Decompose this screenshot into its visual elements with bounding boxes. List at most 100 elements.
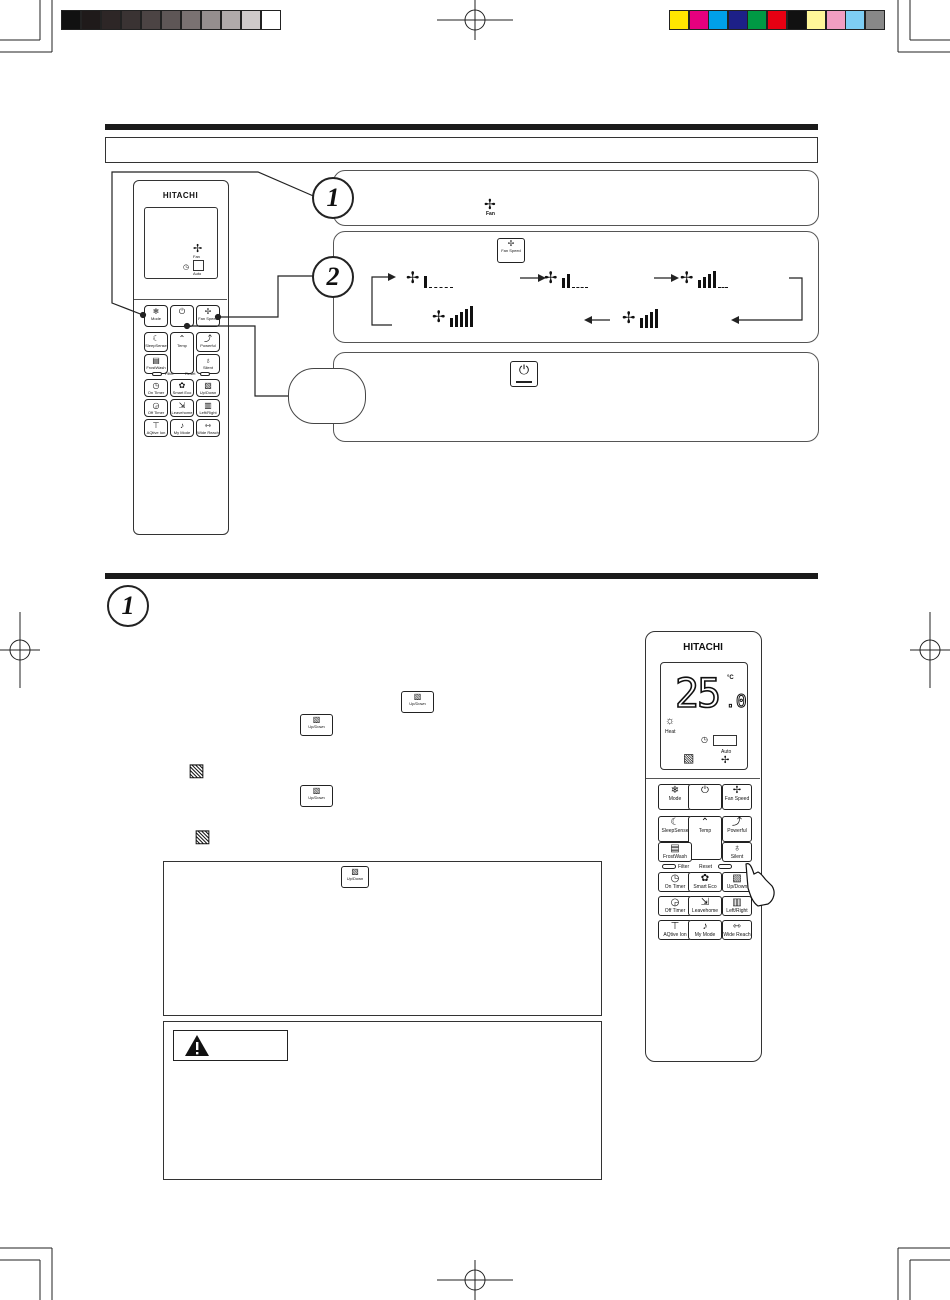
remote-divider [646,778,760,779]
color-swatch [767,10,787,30]
remote-display: ✢ Fan ◷ Auto [144,207,218,279]
remote-key-powerful[interactable]: ⤴Powerful [722,816,752,842]
up-down-key: ▧Up/Down [401,691,434,713]
remote-key-on-timer[interactable]: ◷On Timer [658,872,692,892]
gray-swatch [121,10,141,30]
gray-swatch [201,10,221,30]
up-down-key-label: Up/Down [409,701,426,706]
gray-swatch [221,10,241,30]
remote-key-left-right[interactable]: ▥Left/Right [196,399,220,417]
key-icon: ⤴ [204,334,212,343]
caution-box [163,1021,602,1180]
fan-icon: ✢ [484,197,496,213]
gray-swatch [161,10,181,30]
remote-divider [134,299,227,300]
key-label: Leavehome [171,410,193,415]
remote-key-aqtive-ion[interactable]: ⊤AQtive Ion [144,419,168,437]
fan-icon-label: Fan [486,211,495,217]
key-label: Off Timer [664,908,686,914]
key-icon: ⏻ [701,785,709,796]
remote-key-power[interactable]: ⏻ [688,784,722,810]
temperature-decimal: .0 [725,691,748,713]
key-label: Smart Eco [693,884,717,890]
key-icon: ♪ [180,421,184,430]
key-icon: ⤴ [732,817,742,828]
up-down-key: ▧Up/Down [300,714,333,736]
key-label: Leavehome [691,908,719,914]
key-label: Silent [202,365,213,370]
remote-key-left-right[interactable]: ▥Left/Right [722,896,752,916]
up-down-key-label: Up/Down [308,795,325,800]
remote-key-wide-reach[interactable]: ⇿Wide Reach [722,920,752,940]
remote-key-smart-eco[interactable]: ✿Smart Eco [688,872,722,892]
color-swatch [727,10,748,30]
remote-key-my-mode[interactable]: ♪My Mode [170,419,194,437]
key-icon: ⊤ [670,921,680,932]
remote-key-reset[interactable]: Reset [185,372,210,376]
key-label: Up/Down [726,884,748,890]
remote-key-sleepsense[interactable]: ☾SleepSense [144,332,168,352]
key-label: On Timer [147,390,165,395]
key-icon: ⌃ [700,817,710,828]
remote-key-leavehome[interactable]: ⇲Leavehome [688,896,722,916]
remote-key-filter[interactable]: Filter [152,372,174,376]
swing-icon: ▧ [188,760,206,780]
display-auto-label: Auto [193,271,202,276]
key-icon: ✿ [700,873,710,884]
remote-key-silent[interactable]: ♁Silent [722,842,752,862]
up-down-icon: ▧ [312,715,321,724]
key-icon: ▧ [204,381,212,390]
key-icon: ♁ [733,843,741,854]
remote-key-fan-speed[interactable]: ✢Fan Speed [722,784,752,810]
remote-brand: HITACHI [162,191,199,200]
remote-key-mode[interactable]: ❄Mode [658,784,692,810]
color-swatch [688,10,709,30]
fan-speed-key-label: Fan Speed [501,248,521,253]
warning-icon [185,1035,209,1056]
remote-key-reset[interactable]: Reset [699,864,732,870]
remote-key-up-down[interactable]: ▧Up/Down [196,379,220,397]
gray-swatch [101,10,121,30]
remote-key-key[interactable]: ⏻ [170,305,194,327]
remote-key-filter[interactable]: Filter [662,864,689,870]
key-icon: ⇿ [204,421,212,430]
remote-key-on-timer[interactable]: ◷On Timer [144,379,168,397]
section-title-box [105,137,818,163]
remote-key-temp[interactable]: ⌃Temp [688,816,722,860]
remote-key-smart-eco[interactable]: ✿Smart Eco [170,379,194,397]
clock-icon: ◷ [701,735,708,744]
section2-number: 1 [107,585,149,627]
fan-icon: ✢ [432,307,446,326]
up-down-icon: ▧ [312,786,321,795]
key-icon: ⊤ [152,421,160,430]
up-down-key-label: Up/Down [308,724,325,729]
key-label: Reset [185,371,196,376]
color-swatch [708,10,729,30]
swing-icon: ▧ [683,751,695,765]
mode-label: Heat [665,729,676,735]
key-label: SleepSense [145,343,167,348]
color-swatch [747,10,768,30]
remote-key-leavehome[interactable]: ⇲Leavehome [170,399,194,417]
key-label: Up/Down [199,390,217,395]
remote-key-off-timer[interactable]: ◶Off Timer [144,399,168,417]
fan-speed-key: ✢ Fan Speed [497,238,525,263]
color-swatch [825,10,846,30]
remote-key-my-mode[interactable]: ♪My Mode [688,920,722,940]
remote-key-wide-reach[interactable]: ⇿Wide Reach [196,419,220,437]
remote-key-frostwash[interactable]: ▤FrostWash [658,842,692,862]
display-auto-label: Auto [721,749,732,755]
key-icon: ◷ [152,381,160,390]
step1-panel: ✢ Fan [333,170,819,226]
key-label: Left/Right [726,908,748,914]
remote-key-powerful[interactable]: ⤴Powerful [196,332,220,352]
remote-key-aqtive-ion[interactable]: ⊤AQtive Ion [658,920,692,940]
remote-key-silent[interactable]: ♁Silent [196,354,220,374]
key-label: FrostWash [146,365,166,370]
remote-key-off-timer[interactable]: ◶Off Timer [658,896,692,916]
remote-key-sleepsense[interactable]: ☾SleepSense [658,816,692,842]
step2-number: 2 [312,256,354,298]
remote-key-temp[interactable]: ⌃Temp [170,332,194,374]
timer-digits [193,260,204,271]
